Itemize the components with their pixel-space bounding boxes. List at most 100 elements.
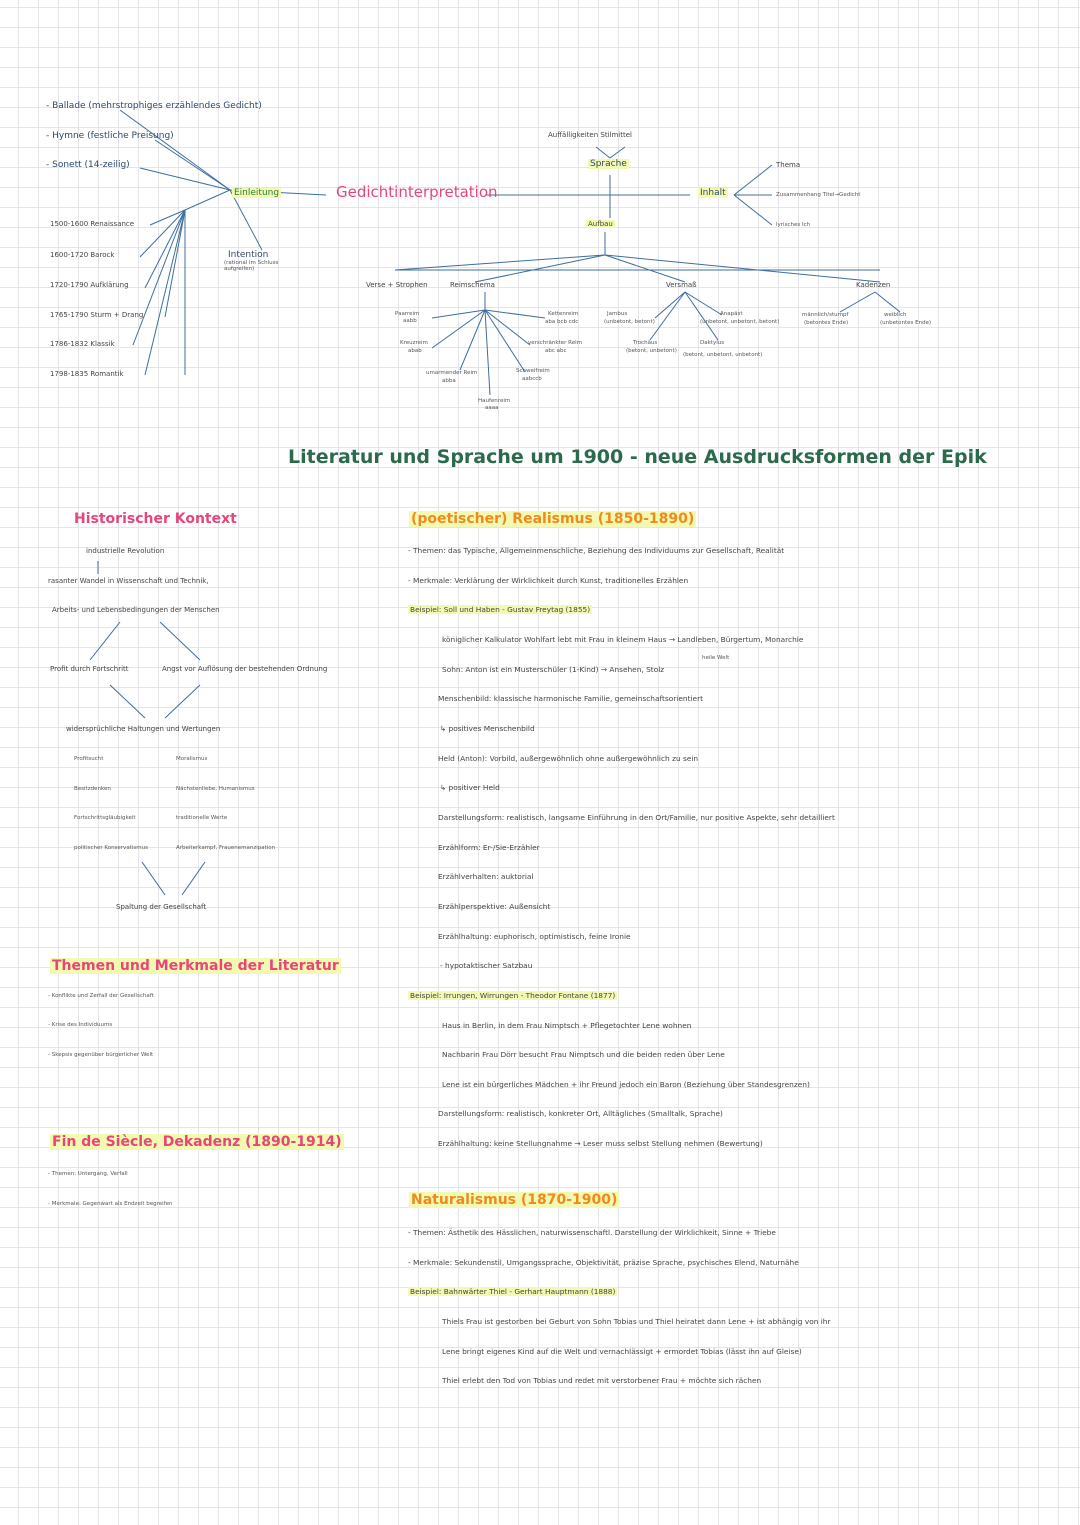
hist-title: Historischer Kontext [74,511,237,527]
intention-label: Intention [228,250,269,260]
realismus-b2-4: Erzählhaltung: keine Stellungnahme → Les… [438,1139,763,1148]
hist-pair2-right: Nächstenliebe, Humanismus [176,786,255,792]
reim-kreuzreim: Kreuzreim [400,340,428,346]
realismus-heile-welt: heile Welt [702,655,730,661]
inhalt-lyrisches-ich: lyrisches Ich [776,222,811,228]
hist-pair2-left: Besitzdenken [74,786,111,792]
kadenz-weiblich-desc: (unbetontes Ende) [880,320,932,326]
realismus-b2-1: Nachbarin Frau Dörr besucht Frau Nimptsc… [442,1050,725,1059]
intention-note: (rational im Schluss aufgreifen) [224,260,279,273]
realismus-b1-7: Erzählform: Er-/Sie-Erzähler [438,843,540,852]
themen-title: Themen und Merkmale der Literatur [50,958,341,974]
realismus-b1-2: Menschenbild: klassische harmonische Fam… [438,694,704,703]
naturalismus-title: Naturalismus (1870-1900) [409,1192,620,1208]
realismus-b1-6: Darstellungsform: realistisch, langsame … [438,813,835,822]
inhalt-label: Inhalt [698,188,728,198]
aufbau-verse-strophen: Verse + Strophen [366,281,428,289]
epoch-sturm-drang: 1765-1790 Sturm + Drang [50,311,144,319]
realismus-beispiel2: Beispiel: Irrungen, Wirrungen - Theodor … [408,991,618,1000]
form-sonett: - Sonett (14-zeilig) [46,160,130,170]
hist-pair1-right: Moralismus [176,756,208,762]
meter-trochaeus-desc: (betont, unbetont) [626,348,677,354]
kadenz-maennlich: männlich/stumpf [802,312,849,318]
aufbau-kadenzen: Kadenzen [856,281,891,289]
realismus-b1-1: Sohn: Anton ist ein Musterschüler (1-Kin… [442,665,665,674]
reim-haufenreim: Haufenreim [478,398,511,404]
hist-pair4-left: politischer Konservatismus [74,845,148,851]
meter-trochaeus: Trochäus [633,340,658,346]
hist-pair3-left: Fortschrittsgläubigkeit [74,815,136,821]
realismus-b1-4: Held (Anton): Vorbild, außergewöhnlich o… [438,754,699,763]
fin-themen: - Themen: Untergang, Verfall [48,1171,128,1177]
realismus-b1-0: königlicher Kalkulator Wohlfart lebt mit… [442,635,804,644]
aufbau-versmass: Versmaß [666,281,697,289]
form-hymne: - Hymne (festliche Preisung) [46,131,174,141]
meter-jambus-desc: (unbetont, betont) [604,319,655,325]
themen-item-3: - Skepsis gegenüber bürgerlicher Welt [48,1052,154,1058]
themen-item-1: - Konflikte und Zerfall der Gesellschaft [48,993,154,999]
reim-schweifreim-schema: aabccb [522,376,542,382]
naturalismus-b-0: Thiels Frau ist gestorben bei Geburt von… [442,1317,831,1326]
hist-pair4-right: Arbeiterkampf, Frauenemanzipation [176,845,276,851]
kadenz-maennlich-desc: (betontes Ende) [804,320,849,326]
reim-kettenreim-schema: aba bcb cdc [545,319,579,325]
meter-jambus: Jambus [607,311,628,317]
naturalismus-beispiel: Beispiel: Bahnwärter Thiel - Gerhart Hau… [408,1287,618,1296]
reim-schweifreim: Schweifreim [516,368,550,374]
reim-paarreim: Paarreim [395,311,420,317]
aufbau-reimschema: Reimschema [450,281,495,289]
realismus-b1-8: Erzählverhalten: auktorial [438,872,534,881]
realismus-b1-3: ↳ positives Menschenbild [440,724,535,733]
epoch-barock: 1600-1720 Barock [50,251,115,259]
fin-title: Fin de Siècle, Dekadenz (1890-1914) [50,1134,344,1150]
realismus-merkmale: - Merkmale: Verklärung der Wirklichkeit … [408,576,689,585]
fin-merkmale: - Merkmale: Gegenwart als Endzeit begrei… [48,1201,173,1207]
reim-verschraenkt: verschränkter Reim [528,340,582,346]
meter-daktylus: Daktylus [700,340,725,346]
realismus-b1-10: Erzählhaltung: euphorisch, optimistisch,… [438,932,631,941]
realismus-b2-3: Darstellungsform: realistisch, konkreter… [438,1109,723,1118]
epoch-klassik: 1786-1832 Klassik [50,340,115,348]
meter-anapaest-desc: (unbetont, unbetont, betont) [700,319,780,325]
naturalismus-themen: - Themen: Ästhetik des Hässlichen, natur… [408,1228,776,1237]
realismus-title: (poetischer) Realismus (1850-1890) [409,511,697,527]
sprache-label: Sprache [588,159,629,169]
naturalismus-b-2: Thiel erlebt den Tod von Tobias und rede… [442,1376,762,1385]
naturalismus-b-1: Lene bringt eigenes Kind auf die Welt un… [442,1347,802,1356]
reim-paarreim-schema: aabb [403,318,417,324]
realismus-b1-5: ↳ positiver Held [440,783,500,792]
inhalt-thema: Thema [776,161,801,169]
hist-bottom: Spaltung der Gesellschaft [116,903,207,911]
realismus-b2-0: Haus in Berlin, in dem Frau Nimptsch + P… [442,1021,692,1030]
hist-pair3-right: traditionelle Werte [176,815,228,821]
epoch-romantik: 1798-1835 Romantik [50,370,124,378]
reim-verschraenkt-schema: abc abc [545,348,567,354]
realismus-b1-11: - hypotaktischer Satzbau [440,961,533,970]
hist-right: Angst vor Auflösung der bestehenden Ordn… [162,665,328,673]
epoch-aufklaerung: 1720-1790 Aufklärung [50,281,129,289]
naturalismus-merkmale: - Merkmale: Sekundenstil, Umgangssprache… [408,1258,799,1267]
realismus-b1-9: Erzählperspektive: Außensicht [438,902,551,911]
reim-umarmend-schema: abba [442,378,456,384]
hist-line3: Arbeits- und Lebensbedingungen der Mensc… [52,606,220,614]
hist-pair1-left: Profitsucht [74,756,104,762]
sprache-auffaelligkeiten: Auffälligkeiten Stilmittel [548,131,632,139]
hist-center: widersprüchliche Haltungen und Wertungen [66,725,221,733]
realismus-b2-2: Lene ist ein bürgerliches Mädchen + ihr … [442,1080,810,1089]
realismus-themen: - Themen: das Typische, Allgemeinmenschl… [408,546,785,555]
inhalt-zusammenhang: Zusammenhang Titel→Gedicht [776,192,861,198]
reim-kreuzreim-schema: abab [408,348,422,354]
meter-anapaest: Anapäst [720,311,743,317]
mindmap-center-title: Gedichtinterpretation [336,183,498,201]
aufbau-label: Aufbau [586,220,615,228]
reim-kettenreim: Kettenreim [548,311,579,317]
hist-left: Profit durch Fortschritt [50,665,129,673]
form-ballade: - Ballade (mehrstrophiges erzählendes Ge… [46,101,262,111]
epoch-renaissance: 1500-1600 Renaissance [50,220,135,228]
reim-haufenreim-schema: aaaa [485,405,499,411]
hist-line2: rasanter Wandel in Wissenschaft und Tech… [48,577,209,585]
kadenz-weiblich: weiblich [884,312,907,318]
reim-umarmend: umarmender Reim [426,370,478,376]
